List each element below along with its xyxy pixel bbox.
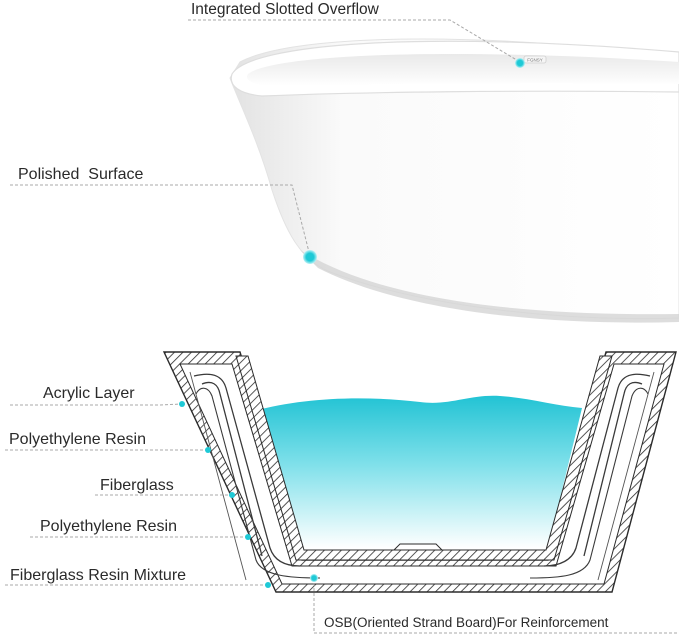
label-surface: Polished Surface [18,166,144,183]
dot-mixture [265,582,271,588]
left-core [179,363,665,585]
label-mixture: Fiberglass Resin Mixture [10,567,186,584]
cross-section [162,351,677,593]
label-resin-2: Polyethylene Resin [40,518,177,535]
label-acrylic: Acrylic Layer [43,385,135,402]
dot-acrylic [179,401,185,407]
callout-dots [179,58,525,588]
dot-resin1 [205,447,211,453]
label-resin-1: Polyethylene Resin [9,431,146,448]
leader-lines [5,19,679,634]
bathtub-render: FGNSY [229,38,679,323]
inner-liner [235,355,613,561]
label-overflow: Integrated Slotted Overflow [191,1,380,18]
dot-fiberglass [229,492,235,498]
tub-inner [246,53,679,86]
tub-shadow [300,250,679,323]
label-osb: OSB(Oriented Strand Board)For Reinforcem… [324,615,609,630]
water [250,395,582,548]
overflow-badge: FGNSY [527,58,543,63]
dot-surface [303,250,317,264]
dot-overflow [515,58,525,68]
dot-osb [310,574,318,582]
overflow-plate [523,55,547,64]
callout-labels: Integrated Slotted Overflow Polished Sur… [9,1,609,630]
dot-resin2 [245,534,251,540]
label-fiberglass: Fiberglass [100,477,174,494]
